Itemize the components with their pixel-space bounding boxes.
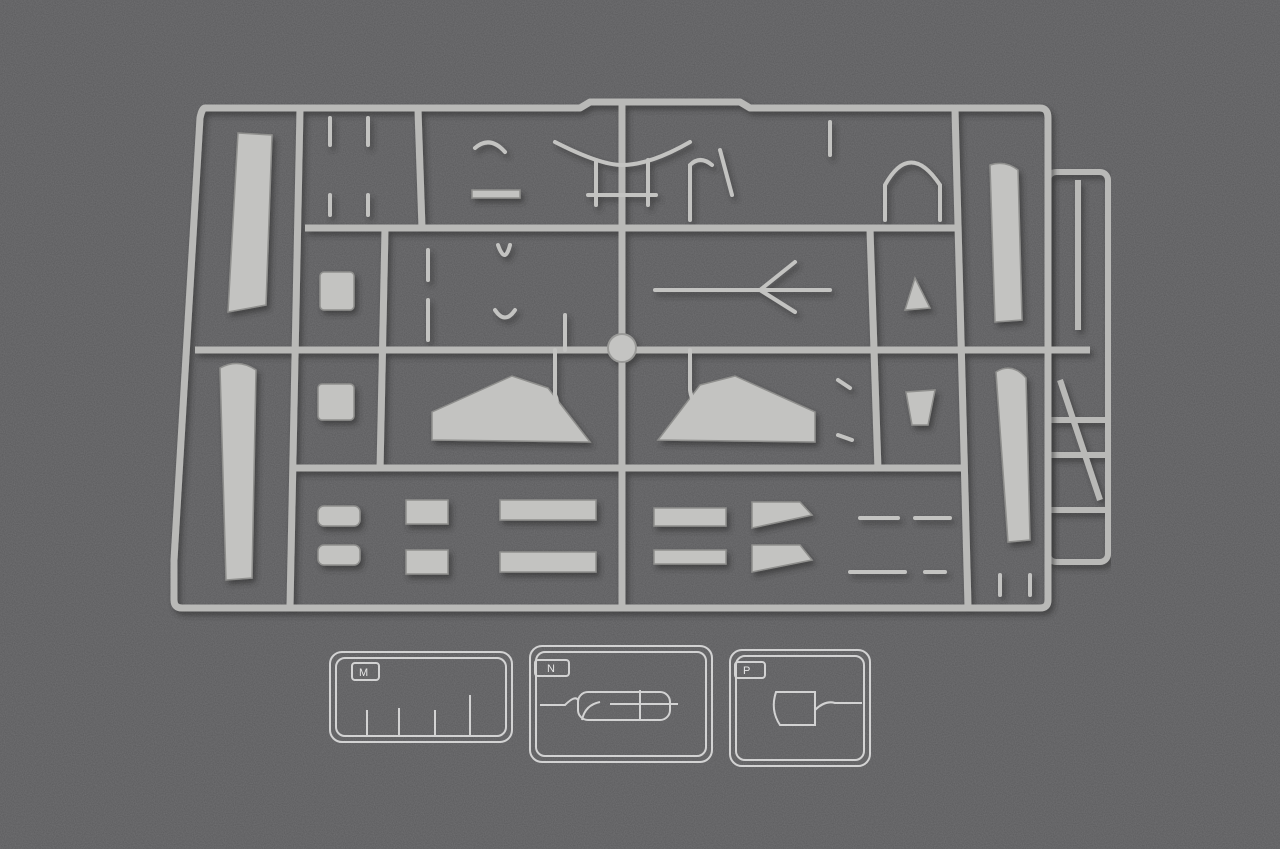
clear-sprue-m-letter: M <box>359 667 368 679</box>
clear-sprue-n <box>529 645 713 763</box>
clear-sprue-p-letter: P <box>743 665 750 677</box>
wing-part-left <box>431 375 592 443</box>
clear-sprue-p <box>729 649 871 767</box>
main-sprue <box>170 98 1090 612</box>
clear-sprue-n-letter: N <box>547 663 555 675</box>
clear-sprue-m <box>329 651 513 743</box>
wing-part-right <box>656 375 816 443</box>
